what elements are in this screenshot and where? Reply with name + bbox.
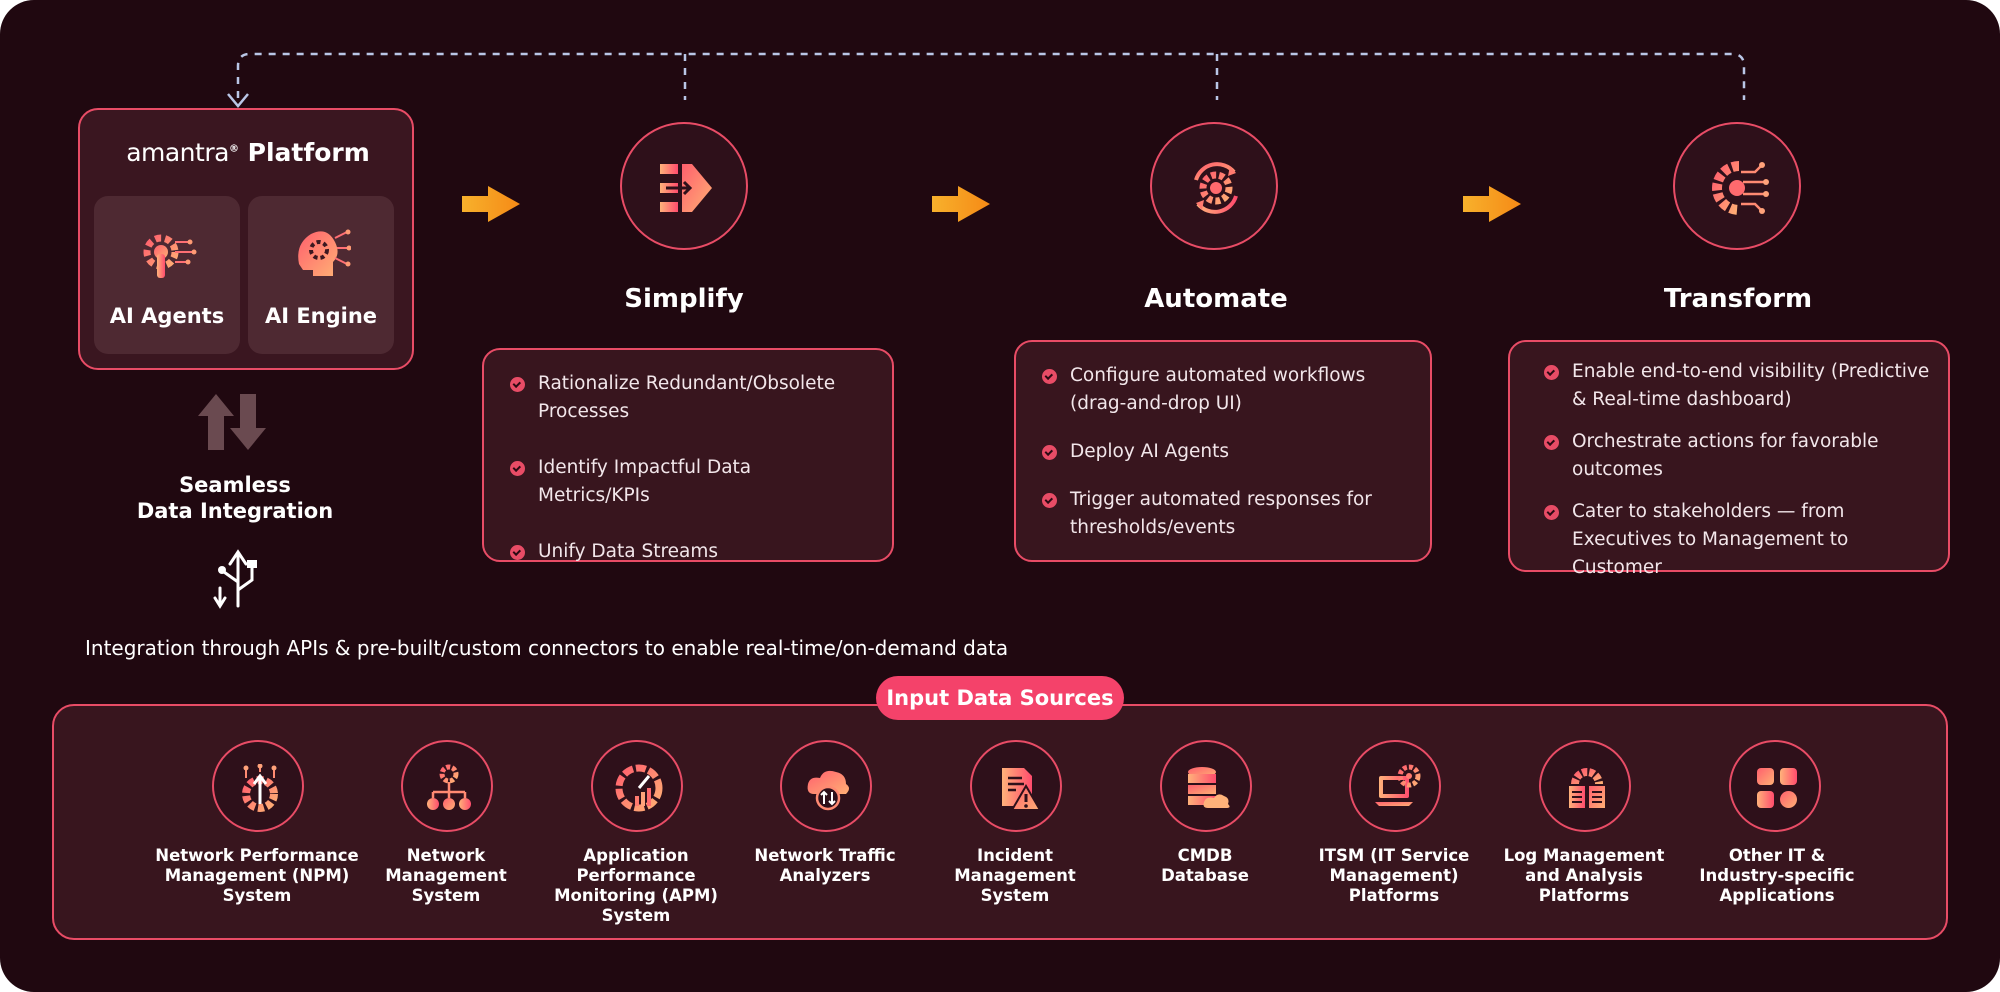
list-simplify: Rationalize Redundant/Obsolete Processes… bbox=[510, 370, 868, 566]
source-label-network-management: Network Management System bbox=[385, 846, 507, 905]
source-label-itsm: ITSM (IT Service Management) Platforms bbox=[1318, 846, 1470, 905]
list-item: Orchestrate actions for favorable outcom… bbox=[1544, 428, 1942, 484]
amantra-platform-box: amantra® Platform AI Agents AI Engine bbox=[78, 108, 414, 370]
check-icon bbox=[510, 545, 525, 560]
platform-title: amantra® Platform bbox=[126, 138, 370, 167]
tile-ai-engine: AI Engine bbox=[248, 196, 394, 354]
flow-arrow-3 bbox=[1463, 186, 1521, 222]
card-transform: Enable end-to-end visibility (Predictive… bbox=[1508, 340, 1950, 578]
list-item: Rationalize Redundant/Obsolete Processes bbox=[510, 370, 868, 426]
source-network-management-icon-circle bbox=[401, 740, 493, 832]
bidirectional-arrows-icon bbox=[198, 394, 266, 450]
source-cmdb-icon-circle bbox=[1160, 740, 1252, 832]
card-automate: Configure automated workflows (drag-and-… bbox=[1014, 340, 1432, 562]
ai-agents-icon bbox=[143, 234, 197, 278]
incident-warning-icon bbox=[1002, 768, 1042, 811]
npm-gear-icon bbox=[242, 764, 278, 812]
tile-label: AI Engine bbox=[264, 304, 378, 328]
list-item: Trigger automated responses for threshol… bbox=[1042, 486, 1410, 542]
check-icon bbox=[1042, 369, 1057, 384]
stage-automate-circle bbox=[1150, 122, 1278, 250]
list-item: Identify Impactful Data Metrics/KPIs bbox=[510, 454, 868, 510]
transform-gear-circuit-icon bbox=[1712, 161, 1769, 215]
apps-grid-icon bbox=[1757, 768, 1797, 808]
check-icon bbox=[1042, 493, 1057, 508]
check-icon bbox=[1544, 505, 1559, 520]
check-icon bbox=[1042, 445, 1057, 460]
itsm-laptop-gear-icon bbox=[1375, 764, 1421, 806]
source-incident-management-icon-circle bbox=[970, 740, 1062, 832]
stage-simplify-circle bbox=[620, 122, 748, 250]
source-npm-icon-circle bbox=[212, 740, 304, 832]
automate-gear-cycle-icon bbox=[1194, 162, 1238, 214]
list-item: Unify Data Streams bbox=[510, 538, 868, 566]
network-management-icon bbox=[427, 764, 471, 810]
tile-ai-agents: AI Agents bbox=[94, 196, 240, 354]
check-icon bbox=[1544, 435, 1559, 450]
source-label-apm: Application Performance Monitoring (APM)… bbox=[554, 846, 718, 925]
list-item: Configure automated workflows (drag-and-… bbox=[1042, 362, 1410, 418]
stage-title-transform: Transform bbox=[1663, 284, 1813, 314]
integration-title: Seamless Data Integration bbox=[136, 473, 334, 523]
cloud-traffic-icon bbox=[807, 770, 849, 811]
list-item: Cater to stakeholders — from Executives … bbox=[1544, 498, 1942, 582]
feedback-dashed-line bbox=[236, 52, 1746, 100]
apm-gauge-icon bbox=[615, 764, 663, 812]
list-item: Deploy AI Agents bbox=[1042, 438, 1410, 466]
list-transform: Enable end-to-end visibility (Predictive… bbox=[1544, 358, 1942, 582]
source-apm-icon-circle bbox=[591, 740, 683, 832]
flow-arrow-1 bbox=[462, 186, 520, 222]
check-icon bbox=[510, 461, 525, 476]
source-other-apps-icon-circle bbox=[1729, 740, 1821, 832]
source-itsm-icon-circle bbox=[1349, 740, 1441, 832]
stage-title-simplify: Simplify bbox=[624, 284, 744, 314]
source-label-cmdb: CMDB Database bbox=[1161, 846, 1249, 885]
ai-engine-icon bbox=[298, 229, 351, 276]
log-management-icon bbox=[1569, 768, 1605, 808]
tile-label: AI Agents bbox=[109, 304, 225, 328]
database-cloud-icon bbox=[1188, 767, 1230, 808]
integration-caption: Integration through APIs & pre-built/cus… bbox=[85, 636, 1009, 660]
list-automate: Configure automated workflows (drag-and-… bbox=[1042, 362, 1410, 542]
input-data-sources-pill: Input Data Sources bbox=[876, 676, 1124, 720]
list-item: Enable end-to-end visibility (Predictive… bbox=[1544, 358, 1942, 414]
flow-arrow-2 bbox=[932, 186, 990, 222]
source-label-log-management: Log Management and Analysis Platforms bbox=[1503, 846, 1665, 905]
simplify-merge-icon bbox=[660, 164, 712, 212]
source-label-incident-management: Incident Management System bbox=[954, 846, 1076, 905]
source-log-management-icon-circle bbox=[1539, 740, 1631, 832]
usb-icon bbox=[213, 549, 257, 609]
source-label-network-traffic: Network Traffic Analyzers bbox=[754, 846, 896, 885]
stage-transform-circle bbox=[1673, 122, 1801, 250]
amantra-logo: amantra bbox=[126, 138, 229, 167]
stage-title-automate: Automate bbox=[1144, 284, 1288, 314]
source-label-other-apps: Other IT & Industry-specific Application… bbox=[1699, 846, 1855, 905]
source-network-traffic-icon-circle bbox=[780, 740, 872, 832]
source-label-npm: Network Performance Management (NPM) Sys… bbox=[155, 846, 359, 905]
check-icon bbox=[1544, 365, 1559, 380]
check-icon bbox=[510, 377, 525, 392]
card-simplify: Rationalize Redundant/Obsolete Processes… bbox=[482, 348, 894, 562]
feedback-arrowhead-icon bbox=[227, 93, 249, 108]
